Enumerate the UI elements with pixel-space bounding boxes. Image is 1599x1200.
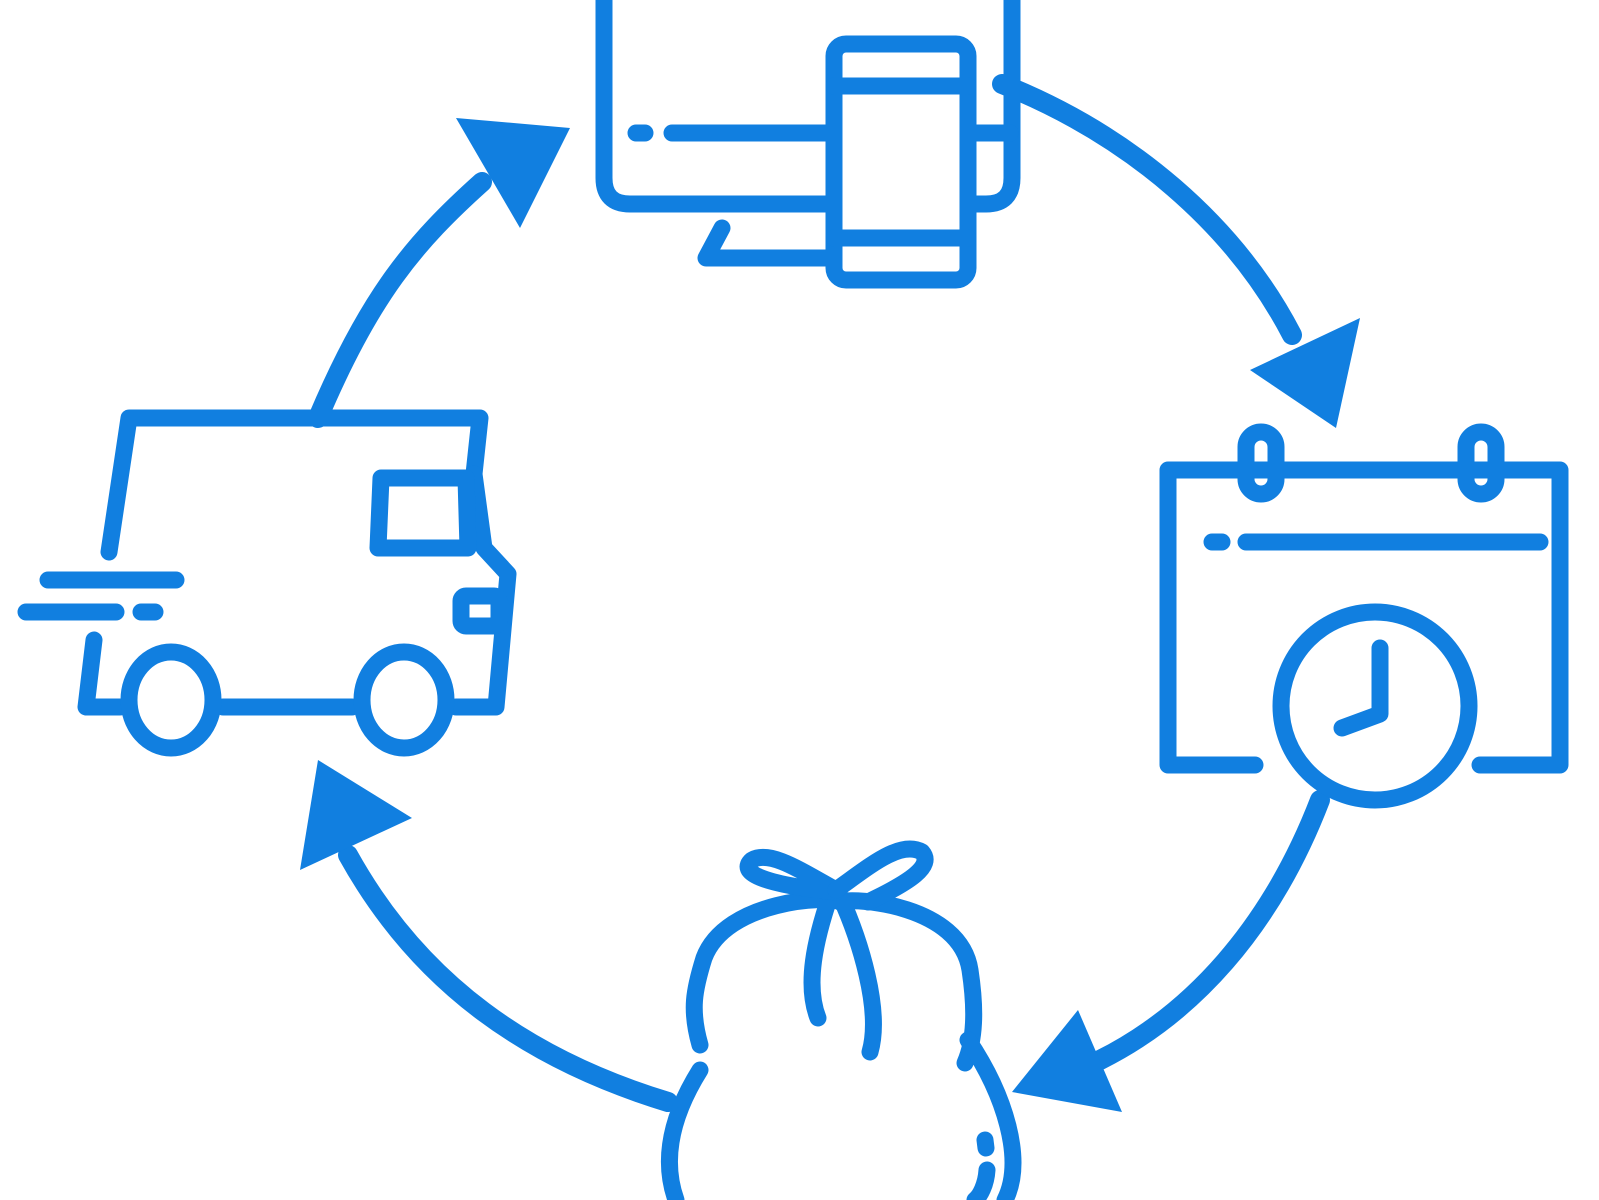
calendar-clock-icon <box>1159 423 1569 809</box>
delivery-truck-icon <box>17 409 517 757</box>
arrow-shaft <box>338 845 678 1112</box>
desktop-and-mobile-icon <box>595 0 1021 289</box>
arrow-shaft <box>992 74 1302 345</box>
arrow-shaft <box>308 172 492 428</box>
arrow-bag-to-truck <box>300 760 678 1112</box>
arrow-desktop-to-calendar <box>992 74 1360 428</box>
arrow-head-icon <box>1250 318 1360 428</box>
tied-bag-icon <box>660 840 1022 1200</box>
arrow-shaft <box>1090 790 1330 1070</box>
arrow-calendar-to-bag <box>1012 790 1330 1112</box>
arrow-truck-to-desktop <box>308 118 570 428</box>
arrow-head-icon <box>300 760 412 870</box>
arrow-head-icon <box>456 118 570 228</box>
arrow-head-icon <box>1012 1010 1122 1112</box>
